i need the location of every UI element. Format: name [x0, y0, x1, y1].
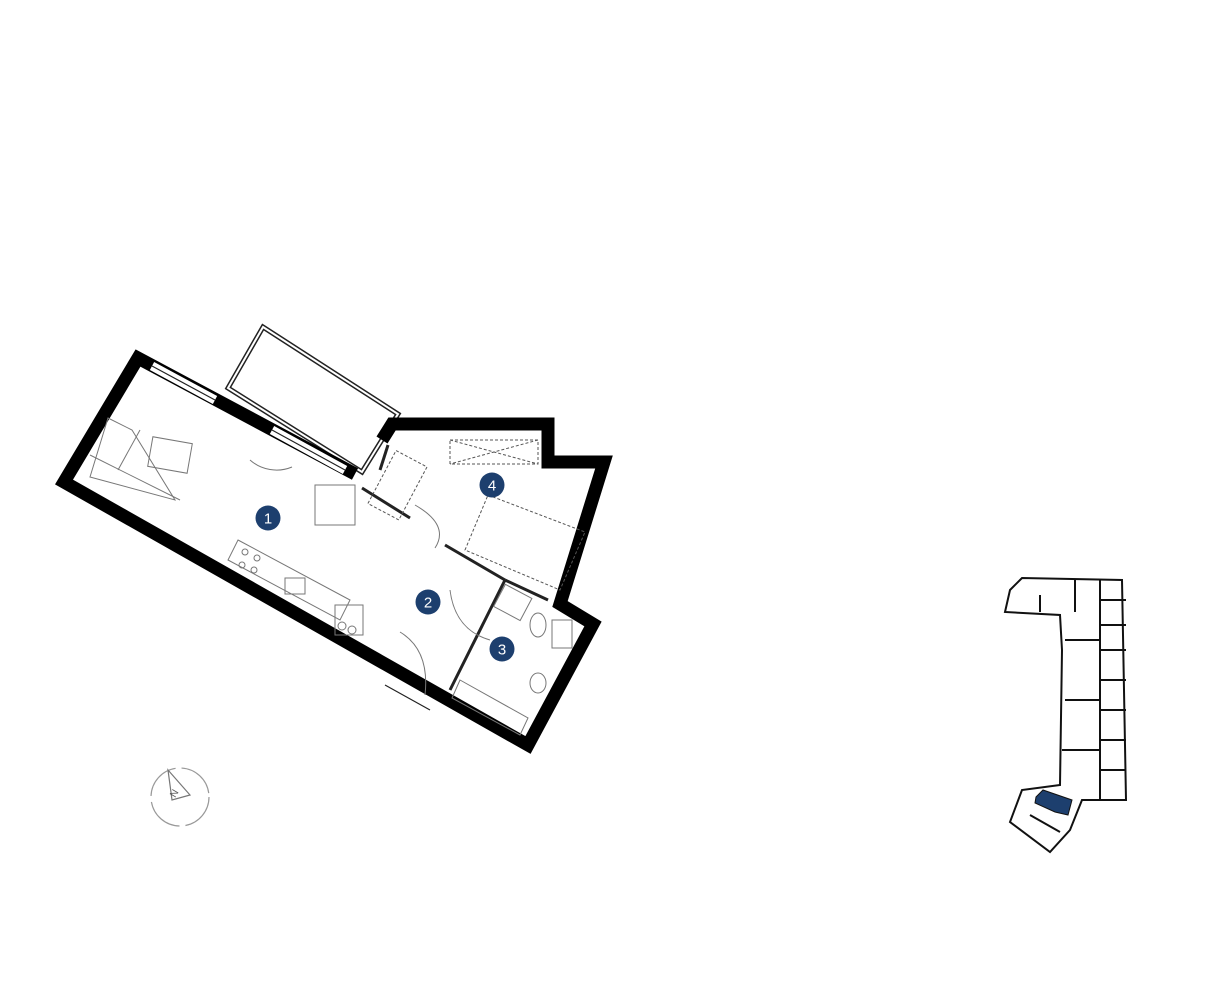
balcony [224, 323, 402, 476]
bathtub [451, 679, 529, 736]
building-key-plan [1003, 576, 1128, 854]
exterior-walls [55, 349, 613, 754]
north-compass-icon: N [150, 767, 210, 827]
svg-text:3: 3 [498, 642, 506, 659]
furniture [89, 417, 586, 736]
highlighted-apartment [1034, 789, 1073, 816]
room-marker-2: 2 [415, 589, 441, 615]
room-marker-1: 1 [255, 505, 281, 531]
svg-text:N: N [168, 788, 181, 800]
svg-text:1: 1 [264, 511, 272, 528]
bed [464, 494, 586, 591]
room-marker-3: 3 [489, 636, 515, 662]
svg-text:2: 2 [424, 595, 432, 612]
interior-walls [361, 444, 549, 691]
kitchen-counter [227, 539, 351, 621]
room-marker-4: 4 [479, 472, 505, 498]
dining-table [314, 484, 356, 526]
doors [249, 459, 491, 696]
svg-text:4: 4 [488, 478, 496, 495]
